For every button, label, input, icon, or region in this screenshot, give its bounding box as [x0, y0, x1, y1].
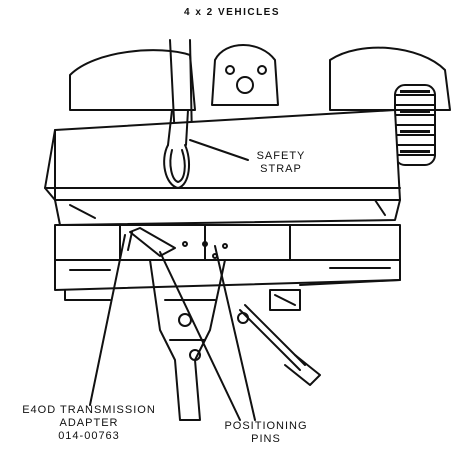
- leader-safety-strap: [189, 139, 249, 161]
- safety-strap-label-line-2: STRAP: [260, 163, 302, 175]
- transmission-pan: [54, 109, 401, 201]
- gear-assembly: [211, 44, 279, 106]
- adapter-label-line-2: ADAPTER: [59, 417, 119, 429]
- right-clamp: [269, 289, 301, 311]
- upper-housing-right: [329, 46, 451, 111]
- adapter-label: E4OD TRANSMISSION ADAPTER 014-00763: [0, 404, 178, 443]
- adapter-label-line-3: 014-00763: [58, 430, 120, 442]
- positioning-pins-label-line-1: POSITIONING: [224, 420, 308, 432]
- positioning-pins-label-line-2: PINS: [251, 433, 281, 445]
- positioning-pins-label: POSITIONING PINS: [198, 420, 334, 446]
- positioning-pin-bracket: [129, 227, 176, 257]
- support-column: [149, 259, 226, 421]
- safety-strap-hook: [163, 144, 191, 189]
- adapter-frame: [54, 224, 401, 261]
- diagram-title: 4 x 2 VEHICLES: [183, 7, 281, 18]
- leader-adapter: [89, 234, 126, 406]
- leader-pins-2: [214, 245, 256, 421]
- adapter-label-line-1: E4OD TRANSMISSION: [22, 404, 156, 416]
- safety-strap-label: SAFETY STRAP: [236, 150, 326, 176]
- upper-housing-left: [69, 49, 196, 111]
- adjusting-screw: [239, 309, 301, 371]
- safety-strap-label-line-1: SAFETY: [256, 150, 306, 162]
- leader-pins-1: [159, 251, 241, 421]
